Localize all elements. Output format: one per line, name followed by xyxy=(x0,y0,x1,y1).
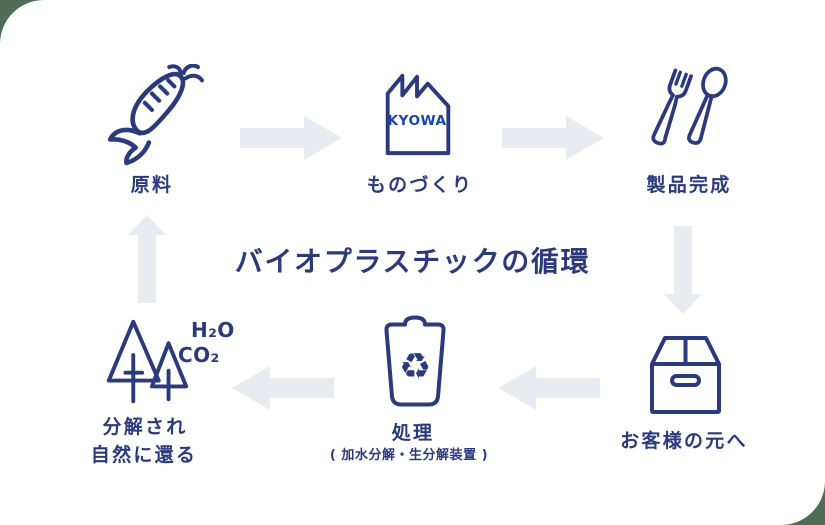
recycle-symbol-glyph: ♻ xyxy=(399,347,431,388)
kyowa-logo-text: KYOWA xyxy=(387,113,446,129)
cutlery-icon xyxy=(640,62,734,156)
processing-sublabel: ( 加水分解・生分解装置 ) xyxy=(329,448,489,463)
trees-icon xyxy=(98,310,196,408)
return-to-nature-label-line2: 自然に還る xyxy=(90,444,198,466)
diagram-title: バイオプラスチックの循環 xyxy=(234,245,591,278)
factory-icon: KYOWA xyxy=(374,70,462,158)
arrow-left-icon xyxy=(498,366,600,410)
raw-material-label: 原料 xyxy=(130,174,174,196)
corn-icon xyxy=(103,64,205,166)
h2o-text: H₂O xyxy=(191,318,235,342)
arrow-up-icon xyxy=(128,215,166,303)
product-complete-label: 製品完成 xyxy=(646,174,732,196)
manufacturing-label: ものづくり xyxy=(366,174,474,196)
return-to-nature-label-line1: 分解され xyxy=(102,416,188,438)
to-customer-label: お客様の元へ xyxy=(620,430,748,452)
arrow-right-icon xyxy=(240,116,342,160)
processing-label: 処理 xyxy=(391,422,435,444)
arrow-left-icon xyxy=(232,366,334,410)
arrow-right-icon xyxy=(502,116,604,160)
arrow-down-icon xyxy=(664,226,702,314)
trash-recycle-icon: ♻ xyxy=(380,314,450,410)
box-icon xyxy=(638,326,733,416)
co2-text: CO₂ xyxy=(178,343,220,367)
